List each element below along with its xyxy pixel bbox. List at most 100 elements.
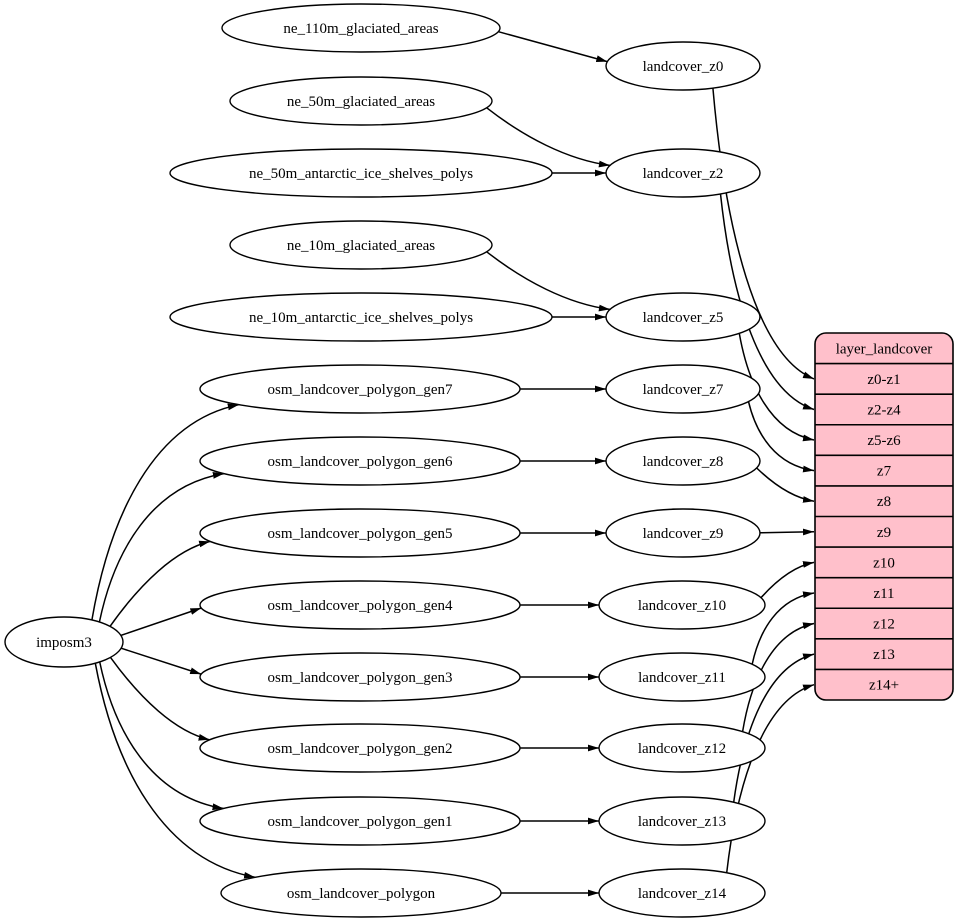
edge-landcover_z12-to-layer_landcover-z12: [741, 622, 815, 732]
node-ellipse: [605, 436, 761, 486]
node-ne_50m_antarctic_ice_shelves_polys: ne_50m_antarctic_ice_shelves_polys: [169, 148, 553, 198]
edge-ne_10m_glaciated_areas-to-landcover_z5: [486, 251, 610, 312]
table-row-label-z5-z6: z5-z6: [867, 433, 901, 449]
table-layer: layer_landcoverz0-z1z2-z4z5-z6z7z8z9z10z…: [814, 332, 954, 701]
node-ellipse: [169, 148, 553, 198]
node-ellipse: [199, 580, 521, 630]
node-label: ne_110m_glaciated_areas: [283, 21, 438, 37]
node-landcover_z0: landcover_z0: [605, 41, 761, 91]
node-ellipse: [229, 76, 493, 126]
node-ellipse: [598, 580, 766, 630]
node-landcover_z14: landcover_z14: [598, 868, 766, 918]
table-row-label-z0-z1: z0-z1: [867, 372, 900, 388]
node-label: osm_landcover_polygon_gen7: [268, 382, 453, 398]
node-label: osm_landcover_polygon_gen2: [268, 741, 453, 757]
node-label: landcover_z7: [643, 382, 724, 398]
node-landcover_z5: landcover_z5: [605, 292, 761, 342]
node-osm_landcover_polygon_gen7: osm_landcover_polygon_gen7: [199, 364, 521, 414]
node-label: landcover_z8: [643, 454, 724, 470]
node-ellipse: [199, 796, 521, 846]
node-label: osm_landcover_polygon_gen3: [268, 670, 453, 686]
edge-imposm3-to-osm_landcover_polygon_gen3: [120, 647, 202, 675]
edge-landcover_z2-to-layer_landcover-z2-z4: [719, 193, 815, 411]
node-ellipse: [605, 148, 761, 198]
edge-landcover_z14-to-layer_landcover-z14+: [725, 683, 815, 873]
node-osm_landcover_polygon_gen3: osm_landcover_polygon_gen3: [199, 652, 521, 702]
node-ellipse: [598, 723, 766, 773]
node-label: landcover_z5: [643, 310, 724, 326]
table-row-label-z8: z8: [877, 494, 891, 510]
edge-imposm3-to-osm_landcover_polygon_gen4: [120, 607, 202, 637]
node-ellipse: [169, 292, 553, 342]
edge-ne_110m_glaciated_areas-to-landcover_z0: [498, 30, 608, 63]
node-landcover_z11: landcover_z11: [598, 652, 766, 702]
node-ellipse: [605, 508, 761, 558]
node-label: landcover_z12: [638, 741, 726, 757]
node-ne_110m_glaciated_areas: ne_110m_glaciated_areas: [221, 3, 501, 53]
node-label: landcover_z10: [638, 598, 726, 614]
node-osm_landcover_polygon_gen4: osm_landcover_polygon_gen4: [199, 580, 521, 630]
node-landcover_z8: landcover_z8: [605, 436, 761, 486]
node-label: osm_landcover_polygon_gen4: [268, 598, 453, 614]
node-ne_10m_glaciated_areas: ne_10m_glaciated_areas: [229, 220, 493, 270]
node-landcover_z13: landcover_z13: [598, 796, 766, 846]
nodes-layer: imposm3 ne_110m_glaciated_areas ne_50m_gla…: [4, 3, 766, 918]
node-imposm3: imposm3: [4, 616, 124, 668]
table-row-label-z2-z4: z2-z4: [867, 402, 901, 418]
node-osm_landcover_polygon_gen6: osm_landcover_polygon_gen6: [199, 436, 521, 486]
node-label: landcover_z11: [638, 670, 726, 686]
node-ne_10m_antarctic_ice_shelves_polys: ne_10m_antarctic_ice_shelves_polys: [169, 292, 553, 342]
node-ellipse: [605, 41, 761, 91]
table-row-label-z9: z9: [877, 525, 891, 541]
edge-landcover_z11-to-layer_landcover-z11: [751, 591, 815, 665]
node-label: ne_50m_antarctic_ice_shelves_polys: [249, 166, 473, 182]
node-ellipse: [605, 292, 761, 342]
node-ellipse: [4, 616, 124, 668]
node-landcover_z10: landcover_z10: [598, 580, 766, 630]
node-ellipse: [199, 723, 521, 773]
node-osm_landcover_polygon_gen5: osm_landcover_polygon_gen5: [199, 508, 521, 558]
edge-imposm3-to-osm_landcover_polygon_gen6: [98, 472, 225, 623]
node-label: landcover_z0: [643, 59, 724, 75]
edge-imposm3-to-osm_landcover_polygon_gen5: [109, 540, 211, 627]
node-ellipse: [229, 220, 493, 270]
node-ellipse: [220, 868, 502, 918]
node-ellipse: [598, 868, 766, 918]
edge-landcover_z13-to-layer_landcover-z13: [732, 653, 815, 803]
node-ellipse: [199, 364, 521, 414]
edge-landcover_z7-to-layer_landcover-z7: [747, 401, 815, 473]
node-label: landcover_z9: [643, 526, 724, 542]
node-ne_50m_glaciated_areas: ne_50m_glaciated_areas: [229, 76, 493, 126]
node-ellipse: [598, 652, 766, 702]
node-label: osm_landcover_polygon_gen6: [268, 454, 453, 470]
node-ellipse: [598, 796, 766, 846]
node-label: landcover_z2: [643, 166, 724, 182]
edge-landcover_z5-to-layer_landcover-z5-z6: [738, 333, 815, 442]
node-ellipse: [199, 652, 521, 702]
node-landcover_z2: landcover_z2: [605, 148, 761, 198]
node-label: ne_10m_antarctic_ice_shelves_polys: [249, 310, 473, 326]
node-osm_landcover_polygon_gen2: osm_landcover_polygon_gen2: [199, 723, 521, 773]
node-ellipse: [221, 3, 501, 53]
node-label: osm_landcover_polygon_gen5: [268, 526, 453, 542]
edge-imposm3-to-osm_landcover_polygon: [94, 663, 256, 879]
edge-landcover_z8-to-layer_landcover-z8: [756, 467, 815, 503]
node-label: imposm3: [36, 635, 92, 651]
node-ellipse: [199, 508, 521, 558]
node-landcover_z7: landcover_z7: [605, 364, 761, 414]
node-label: ne_10m_glaciated_areas: [287, 238, 435, 254]
edge-landcover_z0-to-layer_landcover-z0-z1: [712, 88, 815, 380]
table-layer_landcover: layer_landcoverz0-z1z2-z4z5-z6z7z8z9z10z…: [814, 332, 954, 701]
node-osm_landcover_polygon_gen1: osm_landcover_polygon_gen1: [199, 796, 521, 846]
node-label: osm_landcover_polygon_gen1: [268, 814, 453, 830]
edge-ne_50m_glaciated_areas-to-landcover_z2: [486, 107, 610, 168]
table-row-label-z11: z11: [873, 586, 894, 602]
node-label: landcover_z14: [638, 886, 727, 902]
node-label: osm_landcover_polygon: [287, 886, 436, 902]
edge-landcover_z10-to-layer_landcover-z10: [760, 561, 815, 599]
node-ellipse: [605, 364, 761, 414]
node-landcover_z12: landcover_z12: [598, 723, 766, 773]
table-row-label-z10: z10: [873, 555, 895, 571]
node-label: ne_50m_glaciated_areas: [287, 94, 435, 110]
